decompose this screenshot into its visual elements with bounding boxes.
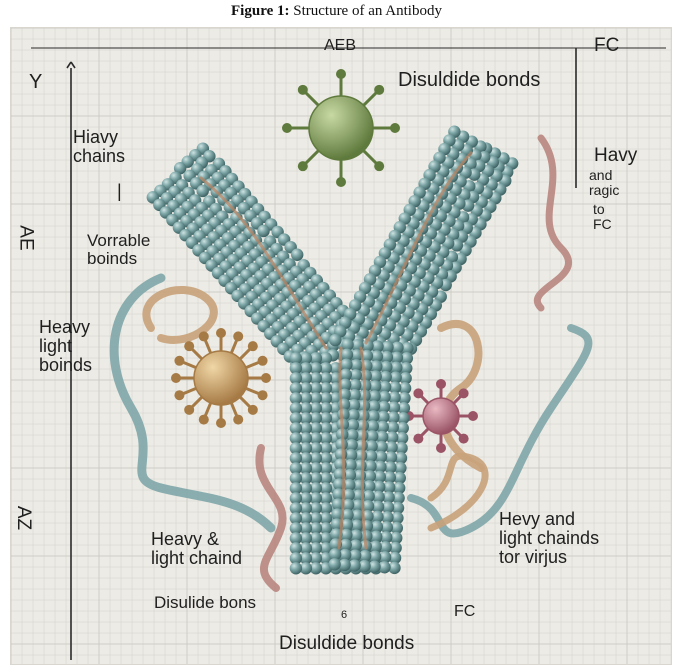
figure-caption: Figure 1: Structure of an Antibody: [0, 0, 673, 26]
havy-right-label: Havy: [594, 146, 637, 166]
small-mark: 6: [341, 610, 347, 622]
fc-bottom-label: FC: [454, 604, 475, 621]
fc-top-label: FC: [594, 36, 619, 56]
heavy-light-chaind-label: Heavy & light chaind: [151, 530, 242, 568]
vorrable-boinds-label: Vorrable boinds: [87, 232, 150, 268]
ae-side-label: AE: [16, 225, 36, 250]
antibody-illustration: Y AEB FC Disuldide bonds Hiavy chains | …: [10, 27, 672, 665]
disulide-bons-label: Disulide bons: [154, 594, 256, 612]
and-fragic-label: and ragic: [589, 168, 619, 197]
tan-virus: [171, 328, 271, 428]
disulfide-bonds-bottom-label: Disuldide bonds: [279, 634, 414, 654]
small-tick-mark: |: [117, 182, 122, 201]
y-axis-label: Y: [29, 72, 42, 93]
pink-virus: [404, 379, 478, 453]
az-side-label: AZ: [13, 506, 33, 530]
green-virus: [282, 69, 400, 187]
to-fc-label: to FC: [593, 202, 612, 231]
pink-ribbon-right: [537, 138, 568, 308]
aeb-label: AEB: [324, 38, 356, 55]
heavy-light-bonds-label: Heavy light boinds: [39, 318, 92, 375]
disulfide-bonds-top-label: Disuldide bonds: [398, 70, 540, 91]
hiavy-chains-label: Hiavy chains: [73, 128, 125, 166]
figure-title: Structure of an Antibody: [293, 3, 442, 19]
antibody-artwork: [11, 28, 671, 664]
hevy-light-virus-label: Hevy and light chainds tor virjus: [499, 510, 599, 567]
figure-number: Figure 1:: [231, 3, 289, 19]
